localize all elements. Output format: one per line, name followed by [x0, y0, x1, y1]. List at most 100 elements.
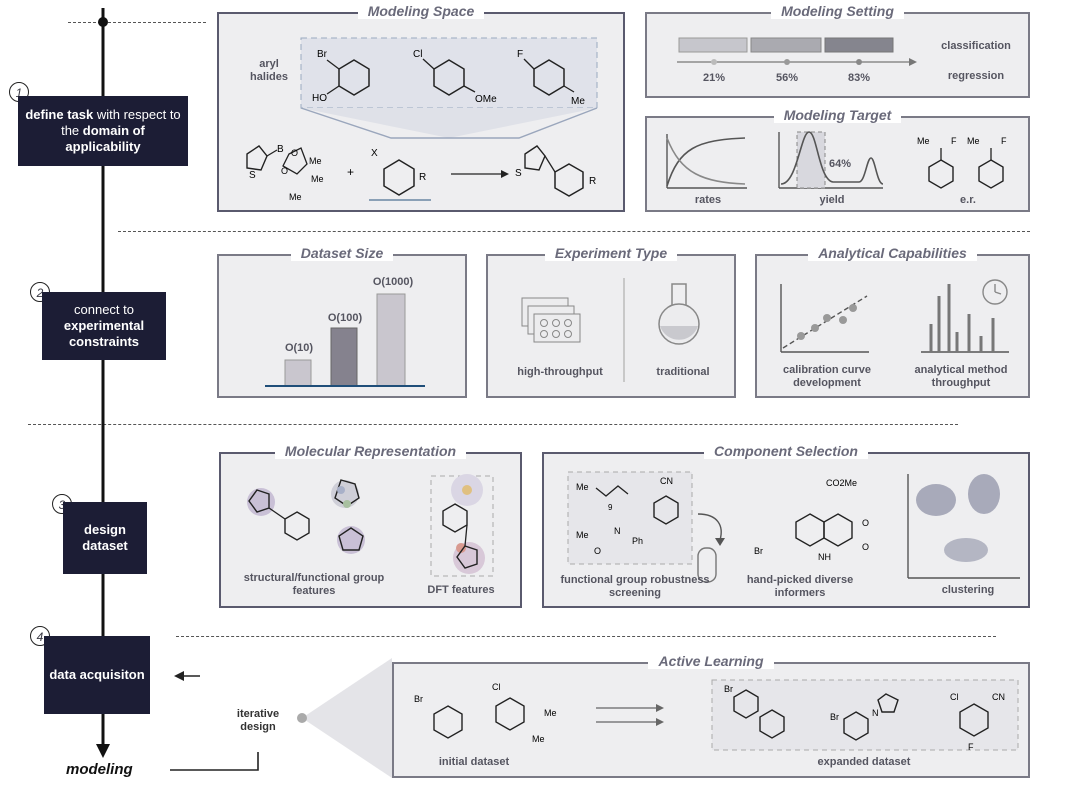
me-text-9: Me: [544, 708, 557, 718]
target-graphics: Me F Me F: [666, 131, 1007, 189]
panel-molecular-rep: Molecular Representation structural/func…: [219, 443, 522, 608]
cl-text-2: Cl: [492, 682, 501, 692]
f-text-2: F: [951, 136, 957, 146]
percent-56: 56%: [775, 72, 799, 84]
separator-1: [68, 22, 206, 23]
nh-text: NH: [818, 552, 831, 562]
cn-text-2: CN: [992, 692, 1005, 702]
separator-3: [28, 424, 958, 425]
panel-title: Molecular Representation: [274, 443, 467, 459]
experiment-graphics: [521, 278, 700, 382]
molecular-graphics: [247, 474, 494, 577]
percent-83: 83%: [847, 72, 871, 84]
bar-label-100: O(100): [327, 312, 363, 324]
r-text: R: [419, 172, 426, 183]
step-4-box: data acquisiton: [44, 636, 150, 714]
step-1-box: define task with respect to the domain o…: [18, 96, 188, 166]
step-2-bold: experimental constraints: [63, 318, 145, 349]
n-text: N: [614, 526, 621, 536]
high-throughput-label: high-throughput: [517, 366, 603, 378]
aryl-halides-label: aryl halides: [250, 58, 288, 83]
f-text-4: F: [968, 742, 974, 752]
me-text-10: Me: [532, 734, 545, 744]
cn-text: CN: [660, 476, 673, 486]
step-1-bold-1: define task: [25, 107, 94, 122]
o-text-4: O: [862, 518, 869, 528]
panel-dataset-size: Dataset Size O(10) O(100) O(1000): [217, 245, 467, 398]
throughput-label: analytical method throughput: [914, 364, 1008, 389]
panel-title: Component Selection: [704, 443, 868, 459]
expanded-dataset-label: expanded dataset: [817, 756, 911, 768]
analytical-graphics: [780, 279, 1009, 353]
modeling-space-graphic: Br HO Cl OMe F Me S B O O Me Me Me + X R: [246, 37, 598, 202]
dft-features-label: DFT features: [427, 584, 495, 596]
regression-label: regression: [947, 70, 1005, 82]
panel-title: Dataset Size: [290, 245, 394, 261]
me-text-6: Me: [967, 136, 980, 146]
br-text-2: Br: [754, 546, 763, 556]
me-text-2: Me: [309, 156, 322, 166]
step-3-box: design dataset: [63, 502, 147, 574]
traditional-label: traditional: [656, 366, 710, 378]
br-text-3: Br: [414, 694, 423, 704]
initial-dataset-label: initial dataset: [438, 756, 510, 768]
ome-text: OMe: [475, 94, 497, 105]
panel-experiment-type: Experiment Type high-throughput traditio…: [486, 245, 736, 398]
me-text-7: Me: [576, 482, 589, 492]
calibration-label: calibration curve development: [782, 364, 872, 389]
ph-text: Ph: [632, 536, 643, 546]
me-text-3: Me: [311, 174, 324, 184]
structural-features-label: structural/functional group features: [243, 572, 385, 597]
panel-title: Modeling Space: [357, 3, 485, 19]
ho-text: HO: [312, 93, 327, 104]
me-text-8: Me: [576, 530, 589, 540]
active-learning-callout: [297, 658, 392, 778]
s-text-2: S: [515, 168, 522, 179]
cl-text-3: Cl: [950, 692, 959, 702]
robustness-label: functional group robustness screening: [560, 574, 710, 599]
iterative-design-label: iterative design: [236, 708, 280, 733]
s-text: S: [249, 170, 256, 181]
panel-title: Modeling Setting: [771, 3, 904, 19]
panel-title: Analytical Capabilities: [808, 245, 977, 261]
step-2-box: connect to experimental constraints: [42, 292, 166, 360]
f-text: F: [517, 49, 523, 60]
step-4-bold: data acquisiton: [49, 667, 145, 682]
r-text-2: R: [589, 176, 596, 187]
dataset-bars: [265, 293, 425, 387]
loop-line: [170, 752, 259, 771]
br-text-5: Br: [830, 712, 839, 722]
f-text-3: F: [1001, 136, 1007, 146]
panel-analytical: Analytical Capabilities calibration curv…: [755, 245, 1030, 398]
er-label: e.r.: [960, 194, 976, 206]
step-3-bold: design dataset: [82, 522, 128, 553]
x-text: X: [371, 148, 378, 159]
step-1-mid: with respect to the: [61, 107, 181, 138]
panel-component-selection: Component Selection Me 9 CN Me N Ph O Br…: [542, 443, 1030, 608]
panel-title: Experiment Type: [544, 245, 678, 261]
o-text-2: O: [281, 166, 288, 176]
step-1-bold-2: domain of applicability: [65, 123, 145, 154]
b-text: B: [277, 144, 284, 155]
rates-label: rates: [694, 194, 722, 206]
bar-label-10: O(10): [284, 342, 314, 354]
bar-label-1000: O(1000): [372, 276, 414, 288]
modeling-label: modeling: [66, 761, 133, 778]
setting-bars: [677, 37, 917, 66]
separator-4: [176, 636, 996, 637]
classification-label: classification: [941, 40, 1011, 52]
panel-modeling-space: Modeling Space aryl halides Br HO Cl OMe…: [217, 3, 625, 212]
step-2-pre: connect to: [74, 302, 134, 317]
panel-modeling-target: Modeling Target Me F Me F 64% rates yiel…: [645, 107, 1030, 212]
panel-title: Modeling Target: [773, 107, 902, 123]
plus-text: +: [347, 165, 354, 179]
panel-modeling-setting: Modeling Setting classification regressi…: [645, 3, 1030, 98]
o-text: O: [291, 148, 298, 158]
me-text: Me: [571, 96, 585, 107]
panel-active-learning: Active Learning Br Cl Me Me Br Br N Cl C…: [392, 653, 1030, 778]
me-text-4: Me: [289, 192, 302, 202]
n-text-2: N: [872, 708, 879, 718]
panel-title: Active Learning: [648, 653, 774, 669]
co2me-text: CO2Me: [826, 478, 857, 488]
yield-percent: 64%: [828, 158, 852, 170]
